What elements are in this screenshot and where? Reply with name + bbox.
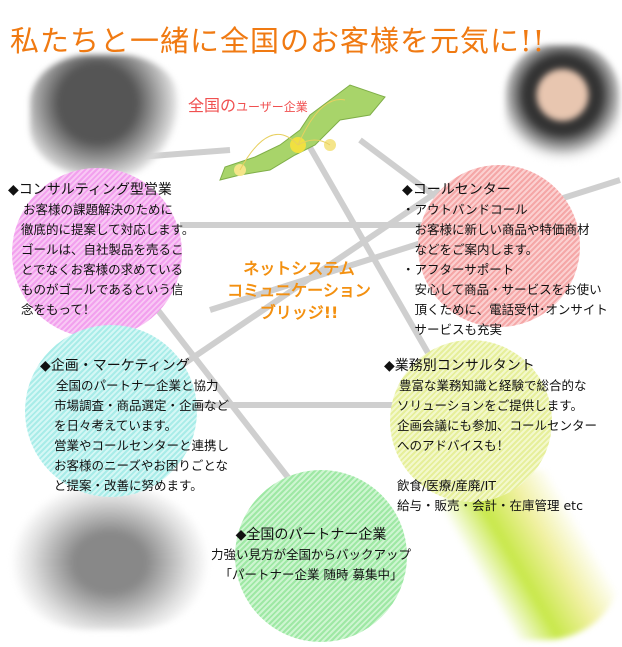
consulting-line: ゴールは、自社製品を売るこ (21, 242, 184, 257)
consulting-line: ものがゴールであるという信 (21, 282, 184, 297)
callcenter-line: お客様に新しい商品や特価商材 (402, 222, 590, 237)
business-section: ◆業務別コンサルタント 豊富な業務知識と経験で総合的な ソリューションをご提供し… (384, 356, 597, 516)
marketing-line: 全国のパートナー企業と協力 (56, 378, 219, 393)
consulting-section: ◆コンサルティング型営業 お客様の課題解決のために 徹底的に提案して対応します。… (8, 180, 194, 320)
center-slogan: ネットシステム コミュニケーション ブリッジ!! (214, 258, 384, 324)
meeting-photo (10, 480, 210, 630)
marketing-circle (25, 325, 197, 497)
partner-line: 「パートナー企業 随時 募集中」 (219, 567, 403, 582)
partner-heading: ◆全国のパートナー企業 (235, 527, 387, 543)
businesswoman-photo (30, 55, 180, 175)
consulting-circle (12, 168, 182, 338)
callcenter-section: ◆コールセンター ・アウトバンドコール お客様に新しい商品や特価商材 などをご案… (402, 180, 608, 340)
callcenter-circle (418, 165, 580, 327)
business-circle (390, 340, 552, 502)
consulting-line: とでなくお客様の求めている (21, 262, 184, 277)
business-line: へのアドバイスも！ (397, 438, 510, 453)
slogan-line: ブリッジ!! (259, 303, 339, 322)
business-line: 企画会議にも参加、コールセンター (397, 418, 598, 433)
marketing-line: お客様のニーズやお困りごとな (54, 458, 229, 473)
callcenter-heading: ◆コールセンター (402, 182, 511, 198)
slogan-line: コミュニケーション (227, 281, 371, 300)
business-line: ソリューションをご提供します。 (397, 398, 584, 413)
callcenter-line: 安心して商品・サービスをお使い (402, 282, 602, 297)
map-label: 全国のユーザー企業 (188, 92, 308, 116)
business-line (384, 456, 597, 476)
map-label-sub: ユーザー企業 (236, 100, 308, 114)
marketing-line: ど提案・改善に努めます。 (54, 478, 203, 493)
marketing-line: を日々考えています。 (54, 418, 178, 433)
marketing-line: 市場調査・商品選定・企画など (54, 398, 230, 413)
business-line: 飲食/医療/産廃/IT (397, 478, 496, 493)
marketing-heading: ◆企画・マーケティング (40, 358, 190, 374)
partner-line: 力強い見方が全国からバックアップ (210, 547, 411, 562)
business-line: 給与・販売・会計・在庫管理 etc (397, 498, 583, 513)
marketing-line: 営業やコールセンターと連携し (54, 438, 230, 453)
callcenter-line: サービスも充実 (402, 322, 503, 337)
consulting-heading: ◆コンサルティング型営業 (8, 182, 172, 198)
callcenter-line: ・アフターサポート (402, 262, 515, 277)
partner-section: ◆全国のパートナー企業 力強い見方が全国からバックアップ 「パートナー企業 随時… (196, 525, 426, 585)
business-heading: ◆業務別コンサルタント (384, 358, 535, 374)
consulting-line: お客様の課題解決のために (23, 202, 174, 217)
consulting-line: 徹底的に提案して対応します。 (21, 222, 195, 237)
operator-photo (505, 45, 620, 170)
map-label-main: 全国の (188, 96, 237, 115)
marketing-section: ◆企画・マーケティング 全国のパートナー企業と協力 市場調査・商品選定・企画など… (40, 356, 229, 496)
business-line: 豊富な業務知識と経験で総合的な (399, 378, 587, 393)
callcenter-line: 頂くために、電話受付･オンサイト (402, 302, 608, 317)
callcenter-line: などをご案内します。 (402, 242, 539, 257)
partner-circle (235, 470, 407, 642)
consulting-line: 念をもって！ (21, 302, 96, 317)
callcenter-line: ・アウトバンドコール (402, 202, 528, 217)
japan-map (219, 84, 386, 181)
slogan-line: ネットシステム (243, 259, 355, 278)
page-title: 私たちと一緒に全国のお客様を元気に!! (10, 24, 546, 58)
